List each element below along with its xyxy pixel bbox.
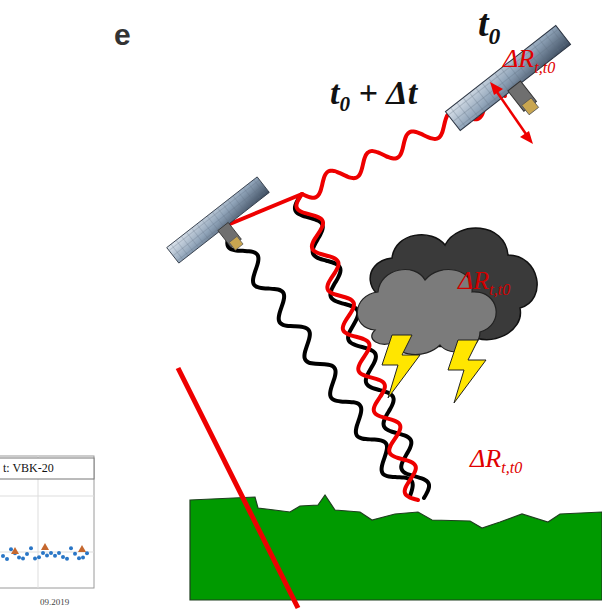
data-point [5, 557, 9, 561]
data-point [77, 556, 81, 560]
axis-tick: 09.2019 [40, 598, 69, 607]
data-point [9, 547, 13, 551]
data-point [33, 557, 37, 561]
data-point [49, 551, 53, 555]
data-point [61, 555, 65, 559]
data-point [69, 546, 73, 550]
data-point [29, 546, 33, 550]
data-point [17, 555, 21, 559]
data-point [37, 555, 41, 559]
satellite-t0-dt [167, 177, 285, 283]
range-change-label: ΔRt,t0 [503, 46, 555, 72]
time-label: t0 [478, 4, 500, 42]
range-change-label: ΔRt,t0 [470, 446, 522, 472]
data-point [73, 552, 77, 556]
data-point [57, 551, 61, 555]
data-point [41, 551, 45, 555]
storm-cloud [357, 228, 537, 403]
data-point [1, 554, 5, 558]
data-point [81, 556, 85, 560]
data-point [65, 557, 69, 561]
range-arrow [490, 82, 533, 144]
data-point [25, 552, 29, 556]
range-change-label: ΔRt,t0 [458, 268, 510, 294]
reference-line [178, 368, 298, 608]
data-point [21, 556, 25, 560]
time-label: t0 + Δt [330, 76, 417, 110]
partial-title: e [114, 20, 131, 50]
satellite-t0 [445, 25, 589, 154]
chart-fragment [0, 456, 94, 588]
signal-paths [196, 92, 505, 500]
data-point [53, 554, 57, 558]
data-point [45, 554, 49, 558]
chart-legend: t: VBK-20 [3, 462, 54, 474]
